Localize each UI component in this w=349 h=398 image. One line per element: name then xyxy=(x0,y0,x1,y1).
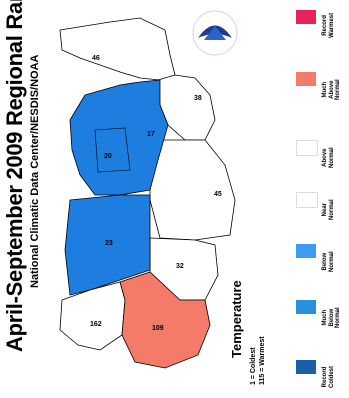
region-west xyxy=(119,271,211,369)
rank-east-north-central: 38 xyxy=(194,95,202,102)
legend-swatch-1 xyxy=(296,300,316,314)
legend-swatch-3 xyxy=(296,192,318,208)
rank-northeast: 46 xyxy=(92,55,100,62)
rank-northwest: 162 xyxy=(90,321,102,328)
region-southwest xyxy=(94,127,131,173)
legend-label-6: Record Warmest xyxy=(322,12,335,38)
legend-swatch-2 xyxy=(296,244,316,258)
rank-south: 23 xyxy=(105,240,113,247)
region-central xyxy=(149,139,236,241)
legend-label-1: Much Below Normal xyxy=(322,307,341,328)
legend-swatch-0 xyxy=(296,360,316,374)
rank-southeast: 32 xyxy=(176,263,184,270)
legend-swatch-5 xyxy=(296,72,316,86)
legend-label-0: Record Coldest xyxy=(322,365,335,388)
legend-label-5: Much Above Normal xyxy=(322,79,341,100)
rank-central: 45 xyxy=(214,191,222,198)
region-south xyxy=(64,194,151,296)
rank-west: 109 xyxy=(152,325,164,332)
rank-southwest: 20 xyxy=(104,153,112,160)
noaa-logo-icon xyxy=(192,10,238,56)
legend-label-2: Below Normal xyxy=(322,251,335,272)
legend-label-4: Above Normal xyxy=(322,147,335,168)
rank-west-north-central: 17 xyxy=(147,131,155,138)
region-northeast xyxy=(59,17,176,81)
legend-label-3: Near Normal xyxy=(322,199,335,220)
legend-swatch-6 xyxy=(296,10,316,24)
legend-swatch-4 xyxy=(296,140,318,156)
